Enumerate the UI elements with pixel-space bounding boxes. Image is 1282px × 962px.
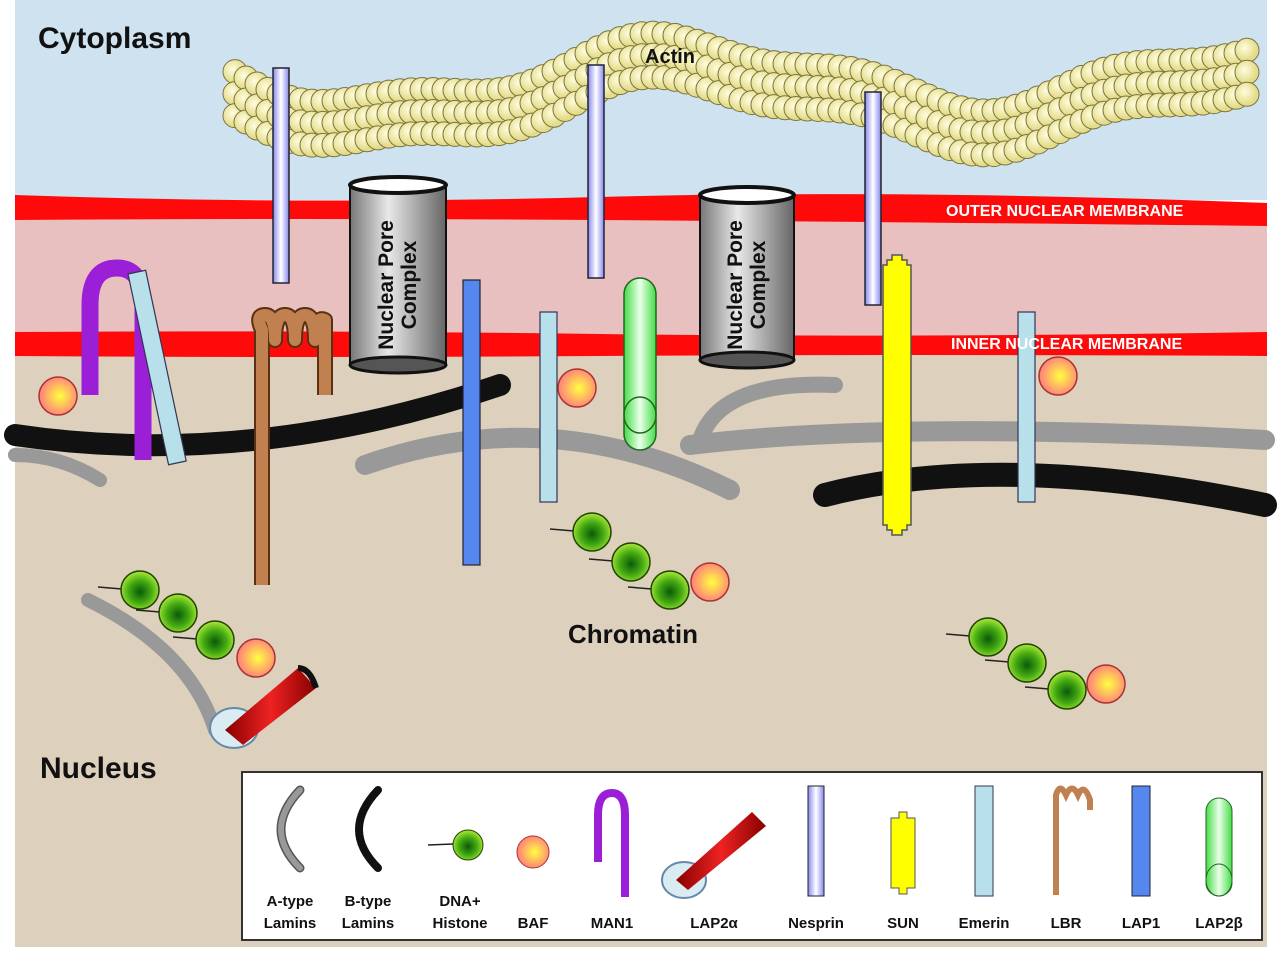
histone [1047,670,1087,710]
lap2-beta-icon [1205,797,1233,897]
histone [650,570,690,610]
nesprin [864,91,882,306]
nuclear-pore-complex: Nuclear Pore Complex [348,175,448,375]
legend-label: Lamins [342,915,395,932]
emerin-icon [974,785,994,897]
npc-label: Nuclear Pore [724,220,747,350]
nesprin-icon [807,785,825,897]
histone [611,542,651,582]
a-type-lamin [81,593,222,737]
baf [236,638,276,678]
nesprin [272,67,290,284]
histone [158,593,198,633]
legend-label: Nesprin [788,915,844,932]
actin-bead [1234,81,1260,107]
actin-filament [222,20,1260,168]
legend-label: BAF [518,915,549,932]
chromatin-label: Chromatin [568,619,698,649]
lbr-icon [1053,785,1093,895]
emerin [1017,311,1036,503]
outer-nuclear-membrane [15,194,1267,226]
histone [572,512,612,552]
histone [120,570,160,610]
actin-bead [1234,37,1260,63]
npc-label: Nuclear Pore [375,220,398,350]
npc-label: Complex [747,240,770,329]
baf [557,368,597,408]
b-type-lamin [4,374,511,457]
legend-label: B-type [345,893,392,910]
legend-label: Lamins [264,915,317,932]
a-type-lamin [692,376,843,448]
actin-bead [1234,59,1260,85]
sun [882,254,912,536]
histone [968,617,1008,657]
cytoplasm-label: Cytoplasm [38,22,191,55]
histone-group [38,356,1126,710]
nuclear-pore-complex: Nuclear Pore Complex [698,185,796,370]
legend-label: Emerin [959,915,1010,932]
baf [1086,664,1126,704]
lap2-beta [623,277,657,451]
legend-label: LBR [1051,915,1082,932]
legend-label: DNA+ [439,893,480,910]
histone [1007,643,1047,683]
histone [195,620,235,660]
b-type-lamin-icon [355,786,382,872]
legend-label: LAP2β [1195,915,1243,932]
nucleus-label: Nucleus [40,752,157,785]
baf [690,562,730,602]
actin-label: Actin [645,46,695,68]
a-type-lamin-icon [276,785,305,873]
lap2-alpha [209,665,319,749]
inner-membrane-label: INNER NUCLEAR MEMBRANE [951,336,1182,353]
sun-icon [890,811,916,895]
outer-membrane-label: OUTER NUCLEAR MEMBRANE [946,203,1184,220]
lap2-alpha-icon [661,812,766,899]
baf-icon [516,835,550,869]
lap1-icon [1131,785,1151,897]
emerin [127,269,187,466]
legend-label: Histone [432,915,487,932]
histone-icon [427,829,484,861]
legend-label: LAP2α [690,915,738,932]
baf [1038,356,1078,396]
emerin [539,311,558,503]
baf [38,376,78,416]
legend-label: A-type [267,893,314,910]
man1-icon [594,788,629,897]
legend-label: LAP1 [1122,915,1160,932]
legend-label: SUN [887,915,919,932]
lbr-fill [253,309,331,585]
legend-label: MAN1 [591,915,634,932]
npc-label: Complex [398,240,421,329]
lap1 [462,279,481,566]
a-type-lamin [8,448,107,487]
a-type-lamin [680,421,1275,455]
nesprin [587,64,605,279]
